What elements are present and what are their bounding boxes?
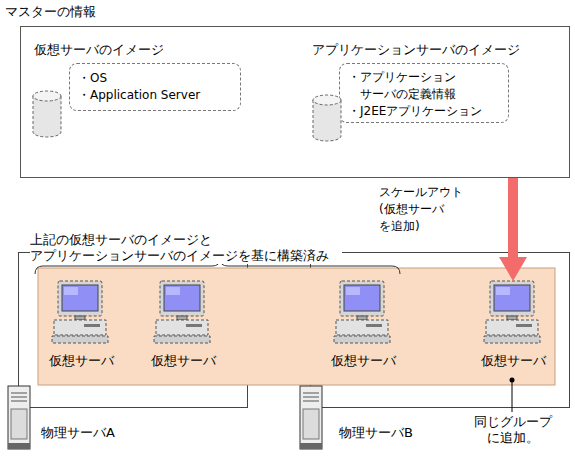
- leader-dot: [510, 378, 515, 383]
- virtual-server: 仮想サーバ: [143, 281, 223, 376]
- server-name: 仮想サーバ: [143, 353, 223, 369]
- bracket-note: 上記の仮想サーバのイメージと アプリケーションサーバのイメージを基に構築済み: [30, 232, 342, 264]
- pc-icon: [484, 281, 540, 343]
- virtual-server: 仮想サーバ: [41, 281, 121, 376]
- server-name: 仮想サーバ: [41, 353, 121, 369]
- server-icon: [8, 386, 30, 449]
- edge-label: スケールアウト (仮想サーバ を追加): [379, 184, 471, 235]
- image-item: ・アプリケーション サーバの定義情報: [348, 69, 502, 103]
- physical-server-box: 物理サーバA仮想サーバ仮想サーバ: [18, 252, 248, 408]
- virtual-server: 仮想サーバ: [323, 281, 403, 376]
- image-item: ・J2EEアプリケーション: [348, 103, 508, 120]
- callout-note: 同じグループ に追加。: [466, 414, 560, 446]
- image-heading: アプリケーションサーバのイメージ: [312, 42, 562, 58]
- image-callout: アプリケーションサーバのイメージ・アプリケーション サーバの定義情報・J2EEア…: [339, 63, 509, 123]
- image-callout: 仮想サーバのイメージ・OS・Application Server: [69, 63, 241, 111]
- arrow-head: [499, 257, 527, 281]
- image-item: ・OS: [78, 70, 238, 87]
- server-name: 物理サーバB: [339, 425, 469, 441]
- pc-icon: [52, 281, 108, 343]
- scale-out-arrow: [499, 178, 527, 281]
- image-item: ・Application Server: [78, 87, 238, 104]
- arrow-shaft: [508, 178, 518, 257]
- section-heading: マスターの情報: [5, 4, 145, 20]
- image-heading: 仮想サーバのイメージ: [34, 42, 254, 58]
- server-name: 仮想サーバ: [473, 353, 553, 369]
- pc-icon: [154, 281, 210, 343]
- server-name: 仮想サーバ: [323, 353, 403, 369]
- server-name: 物理サーバA: [41, 425, 171, 441]
- group-band: [38, 268, 555, 385]
- physical-server-box: 物理サーバB仮想サーバ仮想サーバ: [310, 252, 570, 408]
- virtual-server: 仮想サーバ: [473, 281, 553, 376]
- master-info-box: マスターの情報仮想サーバのイメージ・OS・Application Serverア…: [20, 26, 570, 178]
- pc-icon: [334, 281, 390, 343]
- server-icon: [300, 386, 322, 449]
